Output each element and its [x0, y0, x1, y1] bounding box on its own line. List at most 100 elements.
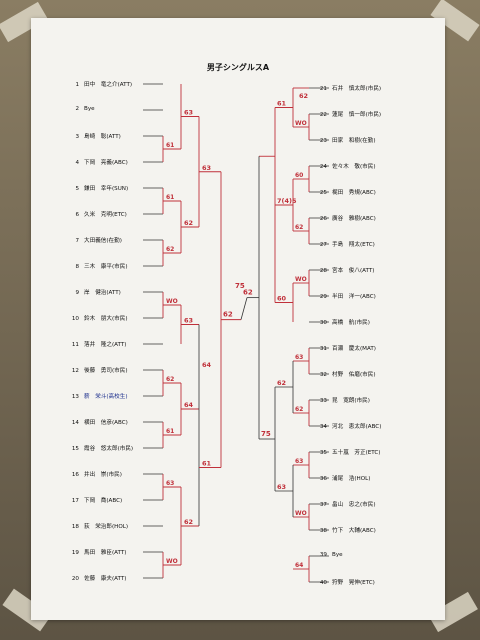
seed-number: 2: [75, 106, 79, 112]
player-row: 19 馬田 雅臣(ATT): [65, 548, 127, 556]
player-row: 13 薪 栄斗(高校生): [65, 392, 128, 400]
match-score: 75: [235, 282, 245, 290]
seed-number: 16: [71, 472, 79, 478]
match-score: 63: [295, 354, 303, 361]
seed-number: 17: [71, 498, 79, 504]
seed-number: 6: [75, 212, 79, 218]
match-score: WO: [166, 298, 178, 305]
player-row: 5 鎌田 幸年(SUN): [65, 184, 128, 192]
player-name: 久米 克明(ETC): [84, 212, 127, 218]
match-score: 63: [166, 480, 174, 487]
match-score: WO: [295, 276, 307, 283]
match-score: 61: [166, 428, 174, 435]
player-row: 28 宮本 俊八(ATT): [313, 266, 375, 274]
player-row: 12 後藤 勇司(市民): [65, 366, 128, 374]
player-name: 昆 寛朗(市民): [332, 398, 370, 404]
player-name: 蓮尾 慎一郎(市民): [332, 112, 382, 118]
player-name: 鈴木 朋大(市民): [84, 316, 128, 322]
player-name: 宮本 俊八(ATT): [332, 268, 375, 274]
match-score: 62: [243, 289, 253, 297]
match-score: WO: [295, 510, 307, 517]
match-score: 75: [261, 430, 271, 438]
player-name: 落井 隆之(ATT): [84, 342, 127, 348]
player-name: 三木 康平(市民): [84, 264, 128, 270]
player-name: 荻 栄治郎(HOL): [84, 524, 129, 530]
player-name: 霞谷 悠太郎(市民): [84, 446, 134, 452]
player-name: 石井 慎太郎(市民): [332, 86, 382, 92]
seed-number: 33: [319, 398, 327, 404]
player-row: 33 昆 寛朗(市民): [313, 396, 370, 404]
player-name: 田家 和樹(在勤): [332, 138, 376, 144]
player-name: 馬田 雅臣(ATT): [84, 550, 127, 556]
player-name: 畠山 忠之(市民): [332, 502, 376, 508]
seed-number: 4: [75, 160, 79, 166]
seed-number: 15: [71, 446, 79, 452]
match-score: 61: [202, 460, 212, 468]
seed-number: 7: [75, 238, 79, 244]
match-score: 62: [166, 376, 174, 383]
match-score: 62: [223, 311, 233, 319]
player-name: 鎌田 幸年(SUN): [84, 186, 129, 192]
player-name: 下岡 喬(ABC): [84, 498, 123, 504]
seed-number: 24: [319, 164, 327, 170]
match-score: 61: [166, 142, 174, 149]
seed-number: 30: [319, 320, 327, 326]
seed-number: 19: [71, 550, 79, 556]
seed-number: 13: [71, 394, 79, 400]
match-score: 62: [184, 219, 193, 227]
seed-number: 28: [319, 268, 327, 274]
player-name: 高橋 航(市民): [332, 320, 370, 326]
player-row: 30 高橋 航(市民): [313, 318, 370, 326]
match-score: 63: [277, 483, 286, 491]
match-score: 64: [184, 401, 194, 409]
player-row: 22 蓮尾 慎一郎(市民): [313, 110, 381, 118]
match-score: 60: [295, 172, 303, 179]
player-name: 大田義信(在勤): [84, 238, 122, 244]
player-name: Bye: [84, 106, 95, 112]
seed-number: 20: [71, 576, 79, 582]
match-score: 62: [184, 518, 193, 526]
player-name: 手島 翔太(ETC): [332, 242, 375, 248]
seed-number: 22: [319, 112, 327, 118]
player-name: 村野 佑磨(市民): [332, 372, 376, 378]
seed-number: 12: [71, 368, 79, 374]
seed-number: 35: [319, 450, 327, 456]
player-name: 薪 栄斗(高校生): [84, 394, 128, 400]
player-name: 後藤 勇司(市民): [84, 368, 128, 374]
player-name: 半田 洋一(ABC): [332, 294, 376, 300]
seed-number: 26: [319, 216, 327, 222]
seed-number: 8: [75, 264, 79, 270]
player-name: 岸 健治(ATT): [84, 290, 121, 296]
bracket-lines: 616162WO626163WO636263646263646162WO6062…: [143, 83, 329, 583]
match-score: 63: [295, 458, 303, 465]
player-row: 17 下岡 喬(ABC): [65, 496, 122, 504]
seed-number: 1: [75, 82, 79, 88]
player-row: 2 Bye: [65, 106, 95, 112]
match-score: 62: [277, 379, 286, 387]
player-name: 河北 恵太郎(ABC): [332, 424, 382, 430]
player-name: 廣谷 雅樹(ABC): [332, 216, 376, 222]
player-name: 竹下 大輔(ABC): [332, 528, 376, 534]
seed-number: 39: [319, 552, 327, 558]
seed-number: 29: [319, 294, 327, 300]
player-row: 29 半田 洋一(ABC): [313, 292, 376, 300]
seed-number: 5: [75, 186, 79, 192]
match-score: WO: [166, 558, 178, 565]
match-score: 62: [299, 92, 308, 100]
player-row: 26 廣谷 雅樹(ABC): [313, 214, 376, 222]
seed-number: 14: [71, 420, 79, 426]
match-score: 7(4)5: [277, 197, 297, 205]
